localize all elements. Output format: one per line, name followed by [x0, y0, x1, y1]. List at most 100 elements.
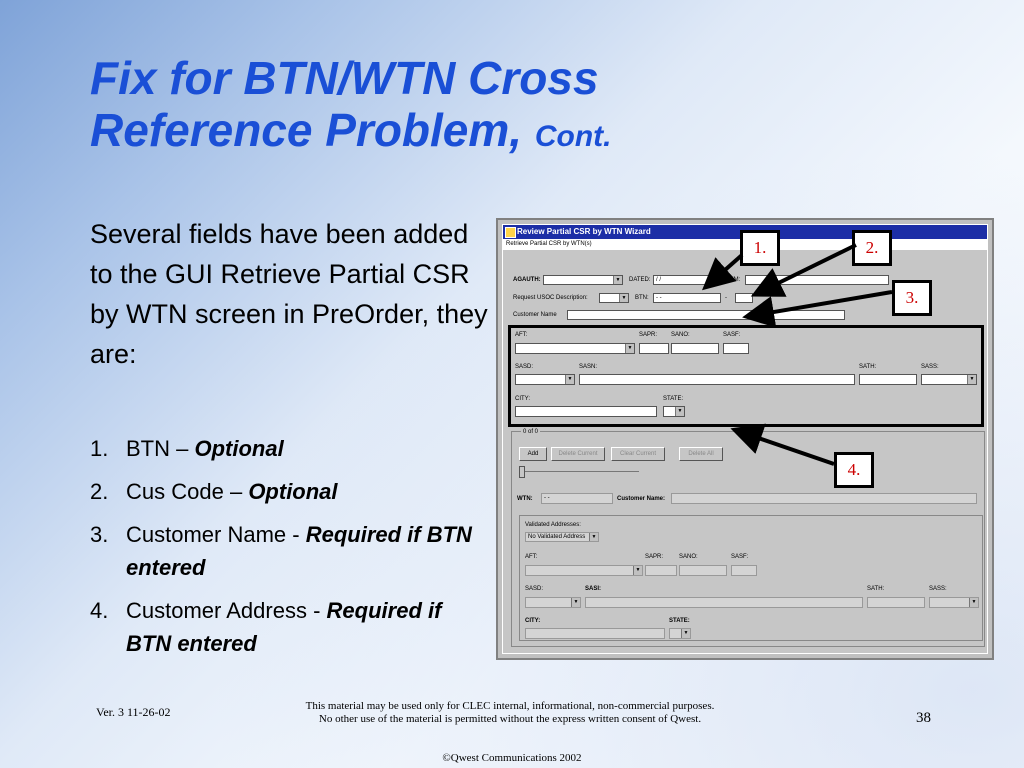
record-slider-track[interactable]: [519, 471, 639, 472]
notice-line-2: No other use of the material is permitte…: [318, 713, 702, 725]
slide-title: Fix for BTN/WTN Cross Reference Problem,…: [90, 52, 790, 163]
list-number: 2.: [90, 479, 109, 504]
record-count: 0 of 0: [521, 428, 541, 436]
aft2-select[interactable]: ▼: [525, 565, 643, 576]
btn-label: BTN:: [635, 295, 649, 301]
list-number: 3.: [90, 522, 109, 547]
delete-all-button[interactable]: Delete All: [679, 447, 723, 461]
list-number: 1.: [90, 436, 109, 461]
sass2-label: SASS:: [929, 586, 947, 592]
dropdown-arrow-icon: ▼: [565, 375, 574, 384]
list-text: Customer Name -: [126, 522, 300, 547]
customer-name2-field[interactable]: [671, 493, 977, 504]
dropdown-arrow-icon: ▼: [681, 629, 690, 638]
intro-text: Several fields have been added to the GU…: [90, 219, 488, 369]
state-select[interactable]: ▼: [663, 406, 685, 417]
page-number: 38: [916, 710, 931, 726]
sano-label: SANO:: [671, 332, 690, 338]
sapr-field[interactable]: [639, 343, 669, 354]
sasf-field[interactable]: [723, 343, 749, 354]
notice-line-1: This material may be used only for CLEC …: [305, 700, 715, 712]
sass-select[interactable]: ▼: [921, 374, 977, 385]
sasd2-select[interactable]: ▼: [525, 597, 581, 608]
sasf2-field[interactable]: [731, 565, 757, 576]
list-text: BTN –: [126, 436, 189, 461]
list-text: Cus Code –: [126, 479, 243, 504]
sasn-field[interactable]: [579, 374, 855, 385]
sano-field[interactable]: [671, 343, 719, 354]
sath-label: SATH:: [859, 364, 877, 370]
sasd-select[interactable]: ▼: [515, 374, 575, 385]
add-button[interactable]: Add: [519, 447, 547, 461]
sasn-label: SASN:: [579, 364, 598, 370]
list-text: Customer Address -: [126, 598, 321, 623]
title-suffix: Cont.: [534, 120, 612, 153]
dropdown-arrow-icon: ▼: [589, 533, 598, 541]
wtn-field[interactable]: - -: [541, 493, 613, 504]
field-list: 1. BTN – Optional 2. Cus Code – Optional…: [90, 432, 490, 670]
list-emphasis: Optional: [194, 436, 284, 461]
copyright: ©Qwest Communications 2002: [442, 752, 582, 764]
dropdown-arrow-icon: ▼: [571, 598, 580, 607]
aft2-label: AFT:: [525, 554, 538, 560]
usoc-label: Request USOC Description:: [513, 295, 588, 301]
sasi2-label: SASI:: [585, 586, 602, 592]
dated-field[interactable]: / /: [653, 275, 713, 285]
sath2-label: SATH:: [867, 586, 885, 592]
aft-label: AFT:: [515, 332, 528, 338]
dropdown-arrow-icon: ▼: [969, 598, 978, 607]
rhm-field[interactable]: [745, 275, 889, 285]
window-title: Review Partial CSR by WTN Wizard: [517, 227, 651, 236]
version-date: Ver. 3 11-26-02: [96, 705, 171, 719]
sass-label: SASS:: [921, 364, 939, 370]
clear-current-button[interactable]: Clear Current: [611, 447, 665, 461]
callout-2: 2.: [852, 230, 892, 266]
state2-select[interactable]: ▼: [669, 628, 691, 639]
cus-code-field[interactable]: [735, 293, 753, 303]
validated-label: Validated Addresses:: [525, 522, 581, 528]
callout-3: 3.: [892, 280, 932, 316]
list-item: 1. BTN – Optional: [90, 432, 490, 465]
city2-field[interactable]: [525, 628, 665, 639]
dropdown-arrow-icon: ▼: [613, 276, 622, 284]
list-item: 4. Customer Address - Required if BTN en…: [90, 594, 490, 660]
title-main: Fix for BTN/WTN Cross Reference Problem,: [90, 52, 599, 156]
sano2-label: SANO:: [679, 554, 698, 560]
address-highlight-box: [508, 325, 984, 427]
sapr-label: SAPR:: [639, 332, 658, 338]
sath2-field[interactable]: [867, 597, 925, 608]
validated-addresses-group: [519, 515, 983, 641]
sasf-label: SASF:: [723, 332, 741, 338]
state2-label: STATE:: [669, 618, 690, 624]
sath-field[interactable]: [859, 374, 917, 385]
sasd-label: SASD:: [515, 364, 534, 370]
dropdown-arrow-icon: ▼: [619, 294, 628, 302]
delete-current-button[interactable]: Delete Current: [551, 447, 605, 461]
aft-select[interactable]: ▼: [515, 343, 635, 354]
dropdown-arrow-icon: ▼: [967, 375, 976, 384]
sasd2-label: SASD:: [525, 586, 544, 592]
record-slider-handle[interactable]: [519, 466, 525, 478]
wtn-label: WTN:: [517, 496, 533, 502]
agauth-label: AGAUTH:: [513, 277, 541, 283]
sano2-field[interactable]: [679, 565, 727, 576]
sapr2-field[interactable]: [645, 565, 677, 576]
usoc-select[interactable]: ▼: [599, 293, 629, 303]
customer-name-label: Customer Name: [513, 312, 557, 318]
agauth-select[interactable]: ▼: [543, 275, 623, 285]
customer-name-field[interactable]: [567, 310, 845, 320]
callout-4: 4.: [834, 452, 874, 488]
list-item: 3. Customer Name - Required if BTN enter…: [90, 518, 490, 584]
sass2-select[interactable]: ▼: [929, 597, 979, 608]
validated-select[interactable]: No Validated Address▼: [525, 532, 599, 542]
sasf2-label: SASF:: [731, 554, 749, 560]
sasi2-field[interactable]: [585, 597, 863, 608]
callout-1: 1.: [740, 230, 780, 266]
list-number: 4.: [90, 598, 109, 623]
app-icon: [505, 227, 516, 238]
dash-label: -: [725, 295, 727, 301]
city-field[interactable]: [515, 406, 657, 417]
list-item: 2. Cus Code – Optional: [90, 475, 490, 508]
customer-name2-label: Customer Name:: [617, 496, 666, 502]
btn-field[interactable]: - -: [653, 293, 721, 303]
